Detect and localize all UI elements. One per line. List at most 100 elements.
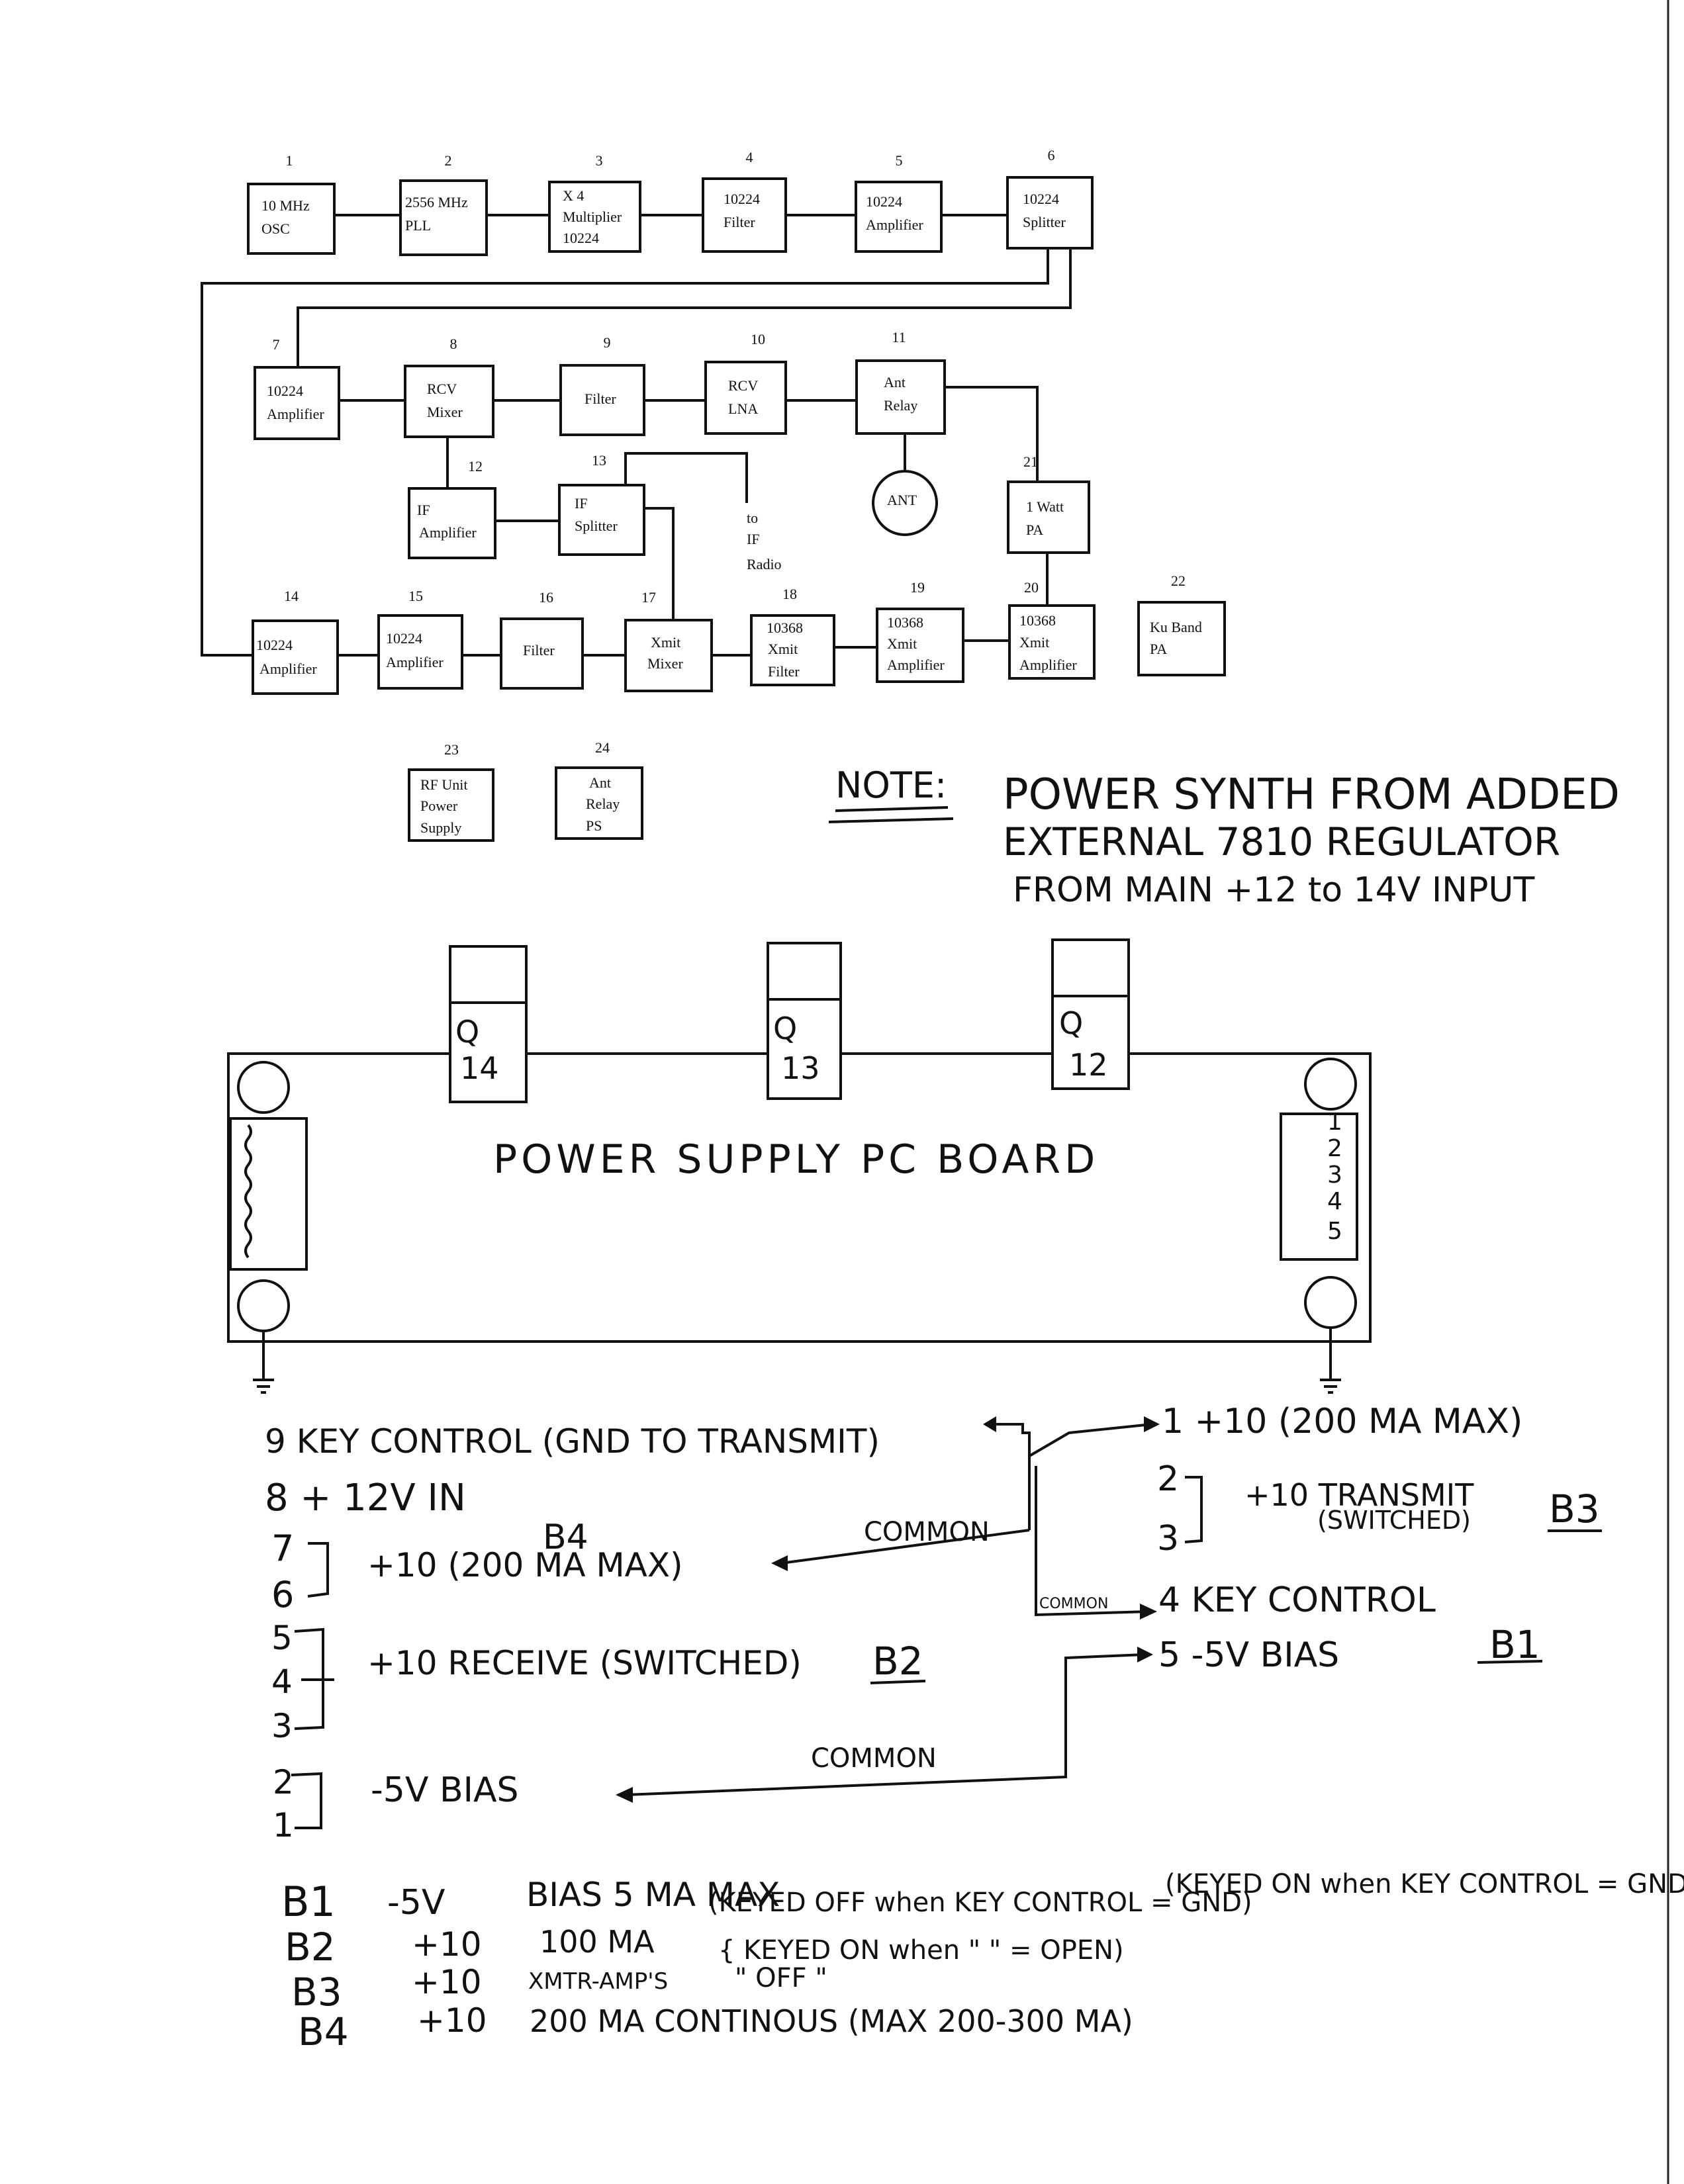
svg-text:24: 24 <box>595 739 610 756</box>
to-if-radio-label: to IF Radio <box>747 510 782 572</box>
block-ant-relay-ps: 24 Ant Relay PS <box>555 739 643 840</box>
svg-text:B4: B4 <box>298 2009 349 2054</box>
svg-text:COMMON: COMMON <box>864 1517 990 1547</box>
svg-text:BIAS 5 MA MAX: BIAS 5 MA MAX <box>526 1876 780 1914</box>
block-if-amplifier: 12 IF Amplifier <box>408 458 496 559</box>
svg-text:POWER SYNTH FROM ADDED: POWER SYNTH FROM ADDED <box>1003 770 1620 819</box>
svg-text:5: 5 <box>896 152 903 169</box>
svg-text:9: 9 <box>604 334 611 351</box>
right-connections: 1 +10 (200 MA MAX) 2 3 +10 TRANSMIT (SWI… <box>1039 1402 1602 1675</box>
svg-text:23: 23 <box>444 741 459 758</box>
transistor-q13: Q 13 <box>767 942 842 1100</box>
svg-text:10 MHz: 10 MHz <box>261 197 310 214</box>
svg-text:Amplifier: Amplifier <box>267 406 324 422</box>
block-ku-band-pa: 22 Ku Band PA <box>1137 572 1226 676</box>
svg-text:10368: 10368 <box>767 619 803 636</box>
svg-text:Ant: Ant <box>884 374 906 390</box>
ground-symbol-right <box>1320 1328 1341 1394</box>
block-filter-4: 4 10224 Filter <box>702 149 787 253</box>
block-xmit-amplifier-20: 20 10368 Xmit Amplifier <box>1008 579 1096 680</box>
svg-text:100 MA: 100 MA <box>539 1924 655 1960</box>
antenna-symbol: ANT <box>872 470 938 536</box>
svg-text:1 +10 (200 MA MAX): 1 +10 (200 MA MAX) <box>1162 1402 1522 1441</box>
svg-text:10224: 10224 <box>724 191 760 207</box>
svg-text:ANT: ANT <box>887 492 917 508</box>
svg-text:1: 1 <box>286 152 293 169</box>
svg-text:Xmit: Xmit <box>1019 634 1049 651</box>
svg-text:22: 22 <box>1171 572 1186 589</box>
svg-text:X 4: X 4 <box>563 187 584 204</box>
svg-text:-5V BIAS: -5V BIAS <box>371 1770 519 1810</box>
svg-text:Xmit: Xmit <box>768 641 798 657</box>
svg-text:10224: 10224 <box>386 630 422 647</box>
svg-text:B2: B2 <box>872 1639 923 1684</box>
svg-text:Supply: Supply <box>420 819 461 836</box>
svg-text:Mixer: Mixer <box>427 404 463 420</box>
svg-text:Filter: Filter <box>724 214 755 230</box>
block-xmit-filter: 18 10368 Xmit Filter <box>750 586 835 686</box>
svg-text:7: 7 <box>273 336 280 353</box>
svg-text:10368: 10368 <box>887 614 923 631</box>
svg-text:2: 2 <box>273 1763 294 1801</box>
svg-text:10: 10 <box>751 331 765 347</box>
svg-text:4: 4 <box>271 1662 293 1701</box>
svg-text:10224: 10224 <box>267 383 303 399</box>
block-if-splitter: 13 IF Splitter <box>558 452 645 556</box>
svg-text:4: 4 <box>1327 1188 1342 1215</box>
svg-text:16: 16 <box>539 589 553 606</box>
svg-text:1 Watt: 1 Watt <box>1026 498 1064 515</box>
svg-text:2: 2 <box>1157 1459 1179 1499</box>
block-x4-multiplier: 3 X 4 Multiplier 10224 <box>548 152 641 253</box>
svg-text:1: 1 <box>273 1806 294 1844</box>
svg-text:+10: +10 <box>412 1963 482 2001</box>
right-connector: 1 2 3 4 5 <box>1280 1109 1358 1261</box>
power-supply-board: Q 14 Q 13 Q 12 1 2 3 4 <box>227 938 1372 1394</box>
svg-text:7: 7 <box>271 1527 294 1569</box>
svg-text:8 + 12V IN: 8 + 12V IN <box>265 1477 466 1520</box>
svg-text:Relay: Relay <box>586 796 620 812</box>
svg-text:RCV: RCV <box>728 377 758 394</box>
svg-text:6: 6 <box>1048 147 1055 163</box>
svg-text:Q: Q <box>773 1011 797 1046</box>
svg-text:3: 3 <box>1157 1519 1179 1559</box>
legend-row-b2: B2 +10 100 MA <box>285 1924 655 1970</box>
svg-text:B1: B1 <box>281 1878 336 1926</box>
svg-text:XMTR-AMP'S: XMTR-AMP'S <box>528 1968 668 1995</box>
svg-text:(KEYED ON when KEY CONTROL = G: (KEYED ON when KEY CONTROL = GND) <box>1165 1869 1684 1899</box>
svg-text:+10 (200 MA MAX): +10 (200 MA MAX) <box>367 1546 683 1584</box>
legend-row-b1: B1 -5V BIAS 5 MA MAX <box>281 1876 780 1926</box>
svg-text:COMMON: COMMON <box>1039 1596 1108 1612</box>
svg-text:3: 3 <box>596 152 603 169</box>
svg-text:RF Unit: RF Unit <box>420 776 468 793</box>
mounting-hole <box>1304 1276 1357 1329</box>
block-filter-16: 16 Filter <box>500 589 584 690</box>
svg-text:2556 MHz: 2556 MHz <box>405 194 468 210</box>
block-rcv-mixer: 8 RCV Mixer <box>404 336 494 438</box>
svg-text:10224: 10224 <box>1023 191 1059 207</box>
block-diagram: 1 10 MHz OSC 2 2556 MHz PLL 3 X 4 Multip… <box>247 147 1226 842</box>
pin-connection-arrows: COMMON COMMON <box>616 1416 1160 1803</box>
svg-text:EXTERNAL 7810 REGULATOR: EXTERNAL 7810 REGULATOR <box>1003 819 1560 864</box>
block-pll: 2 2556 MHz PLL <box>399 152 488 256</box>
block-xmit-amplifier-19: 19 10368 Xmit Amplifier <box>876 579 964 683</box>
svg-text:12: 12 <box>1069 1047 1108 1083</box>
left-connections: 9 KEY CONTROL (GND TO TRANSMIT) 8 + 12V … <box>265 1422 926 1844</box>
svg-text:Amplifier: Amplifier <box>386 654 444 670</box>
block-10mhz-osc: 1 10 MHz OSC <box>247 152 336 255</box>
svg-text:Xmit: Xmit <box>887 635 917 652</box>
svg-text:PLL: PLL <box>405 217 431 234</box>
svg-text:Amplifier: Amplifier <box>866 216 923 233</box>
svg-text:Power: Power <box>420 797 458 814</box>
bias-legend: B1 -5V BIAS 5 MA MAX B2 +10 100 MA B3 +1… <box>281 1869 1684 2054</box>
block-amplifier-15: 15 10224 Amplifier <box>377 588 463 690</box>
svg-text:IF: IF <box>575 495 588 512</box>
svg-text:Amplifier: Amplifier <box>419 524 477 541</box>
block-filter-9: 9 Filter <box>559 334 645 436</box>
svg-text:B2: B2 <box>285 1925 336 1970</box>
svg-text:B3: B3 <box>291 1970 342 2015</box>
svg-text:Q: Q <box>1059 1005 1083 1041</box>
transistor-q12: Q 12 <box>1051 938 1130 1090</box>
svg-text:2: 2 <box>445 152 452 169</box>
block-rf-unit-power-supply: 23 RF Unit Power Supply <box>408 741 494 842</box>
